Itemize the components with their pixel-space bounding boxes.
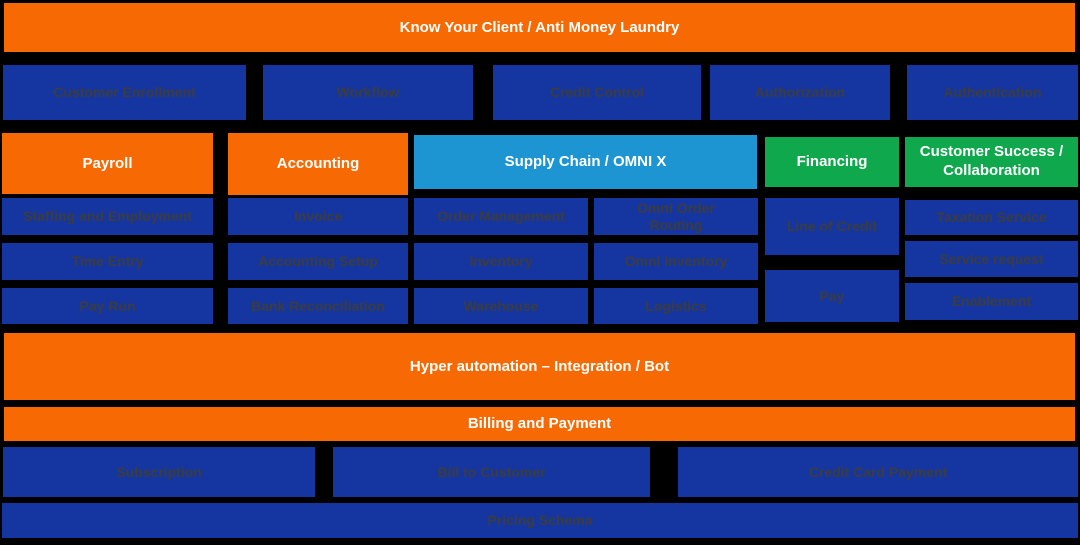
- authentication-tile: Authentication: [907, 65, 1078, 120]
- inventory-tile: Inventory: [414, 243, 588, 280]
- financing-header: Financing: [765, 137, 899, 187]
- order-management-tile: Order Management: [414, 198, 588, 235]
- payroll-header: Payroll: [2, 133, 213, 194]
- hyper-automation-banner: Hyper automation – Integration / Bot: [4, 333, 1075, 400]
- bill-to-customer-tile: Bill to Customer: [333, 447, 650, 497]
- accounting-setup-tile: Accounting Setup: [228, 243, 408, 280]
- authorization-tile: Authorization: [710, 65, 890, 120]
- time-entry-tile: Time Entry: [2, 243, 213, 280]
- omni-order-routing-tile: Omni Order Routing: [594, 198, 758, 235]
- accounting-header: Accounting: [228, 133, 408, 195]
- credit-control-tile: Credit Control: [493, 65, 701, 120]
- line-of-credit-tile: Line of Credit: [765, 198, 899, 255]
- subscription-tile: Subscription: [3, 447, 315, 497]
- workflow-tile: Workflow: [263, 65, 473, 120]
- customer-enrollment-tile: Customer Enrollment: [3, 65, 246, 120]
- kyc-aml-banner: Know Your Client / Anti Money Laundry: [4, 3, 1075, 52]
- bank-reconciliation-tile: Bank Reconciliation: [228, 288, 408, 324]
- staffing-and-employment-tile: Staffing and Employment: [2, 198, 213, 235]
- omni-inventory-tile: Omni Inventory: [594, 243, 758, 280]
- warehouse-tile: Warehouse: [414, 288, 588, 324]
- pricing-schema-bar: Pricing Schema: [2, 503, 1078, 538]
- billing-payment-banner: Billing and Payment: [4, 407, 1075, 441]
- supply-chain-header: Supply Chain / OMNI X: [414, 135, 757, 189]
- pay-run-tile: Pay Run: [2, 288, 213, 324]
- credit-card-payment-tile: Credit Card Payment: [678, 447, 1078, 497]
- enablement-tile: Enablement: [905, 283, 1078, 320]
- customer-success-header: Customer Success / Collaboration: [905, 137, 1078, 187]
- logistics-tile: Logistics: [594, 288, 758, 324]
- taxation-service-tile: Taxation Service: [905, 200, 1078, 235]
- service-request-tile: Service request: [905, 241, 1078, 277]
- invoice-tile: Invoice: [228, 198, 408, 235]
- pay-tile: Pay: [765, 270, 899, 322]
